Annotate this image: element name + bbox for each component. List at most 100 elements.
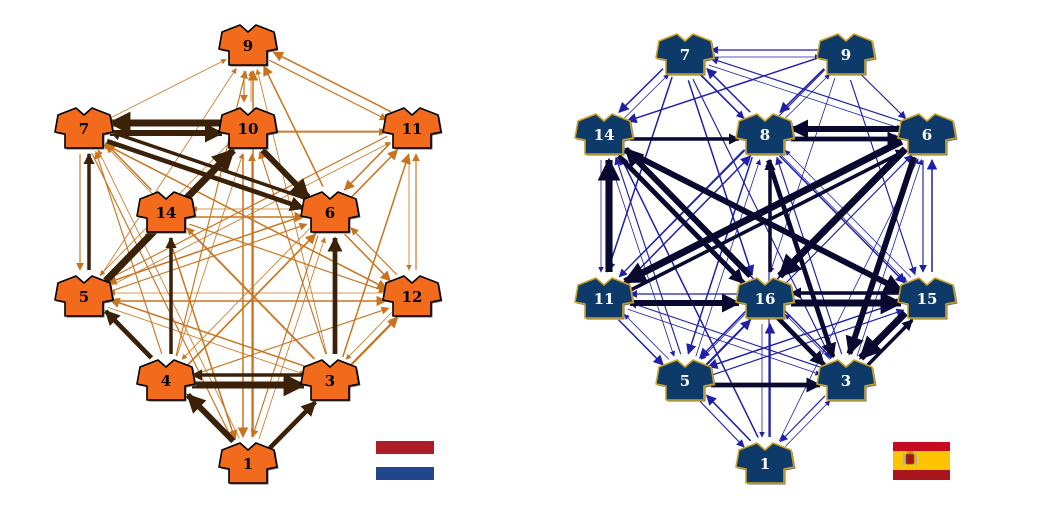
netherlands-pass-light-14-to-7 [104, 142, 152, 191]
jersey-icon [735, 442, 795, 484]
netherlands-pass-heavy-4-to-5 [104, 309, 154, 360]
netherlands-pass-heavy-10-to-6 [260, 148, 311, 199]
spain-pass-light-3-to-8 [775, 156, 843, 355]
netherlands-pass-light-3-to-14 [186, 227, 316, 360]
spain-pass-light-5-to-15 [710, 308, 905, 376]
jersey-number: 5 [79, 288, 89, 306]
jersey-number: 6 [922, 126, 932, 144]
jersey-number: 10 [238, 120, 259, 138]
spain-player-3: 3 [816, 359, 877, 402]
jersey-number: 9 [841, 46, 851, 64]
netherlands-pass-light-11-to-6 [343, 142, 391, 191]
spain-pass-light-11-to-3 [627, 308, 821, 376]
netherlands-player-6: 6 [300, 191, 361, 234]
netherlands-pass-light-3-to-7 [103, 144, 315, 360]
spain-player-14: 14 [574, 113, 635, 156]
netherlands-pass-light-3-to-5 [109, 297, 308, 368]
jersey-icon [735, 113, 795, 155]
spain-pass-heavy-15-to-3 [858, 310, 908, 361]
netherlands-pass-light-5-to-9 [100, 67, 237, 277]
netherlands-player-12: 12 [382, 275, 443, 318]
jersey-icon [218, 107, 278, 149]
spain-pass-light-14-to-5 [608, 159, 676, 357]
netherlands-pass-light-5-to-11 [108, 142, 391, 288]
netherlands-player-7: 7 [54, 107, 115, 150]
jersey-number: 16 [755, 290, 776, 308]
netherlands-pass-light-14-to-12 [189, 223, 387, 293]
jersey-number: 3 [325, 372, 335, 390]
spain-pass-light-11-to-8 [625, 155, 752, 284]
jersey-number: 12 [402, 288, 423, 306]
jersey-icon [735, 277, 795, 319]
jersey-number: 11 [402, 120, 423, 138]
jersey-icon [54, 107, 114, 149]
spain-pass-light-8-to-5 [686, 156, 753, 355]
spain-pass-light-1-to-5 [705, 394, 752, 442]
jersey-icon [655, 359, 715, 401]
jersey-number: 4 [161, 372, 171, 390]
coat-of-arms-icon [903, 451, 917, 465]
netherlands-pass-light-4-to-10 [176, 153, 244, 357]
spain-pass-light-5-to-11 [624, 314, 670, 360]
spain-pass-light-1-to-3 [785, 400, 831, 447]
spain-pass-light-5-to-14 [614, 156, 682, 355]
spain-pass-light-9-to-14 [626, 56, 820, 124]
netherlands-player-9: 9 [218, 24, 279, 67]
spain-flag [893, 442, 950, 480]
jersey-icon [897, 277, 957, 319]
spain-pass-heavy-14-to-15 [623, 147, 904, 294]
spain-pass-light-9-to-15 [849, 79, 917, 276]
netherlands-pass-heavy-1-to-3 [268, 400, 317, 450]
netherlands-pass-edges [75, 51, 421, 450]
jersey-icon [218, 442, 278, 484]
spain-pass-light-5-to-1 [699, 401, 745, 448]
spain-player-15: 15 [897, 277, 958, 320]
spain-pass-light-3-to-11 [629, 301, 823, 369]
netherlands-pass-light-12-to-3 [345, 312, 392, 360]
netherlands-pass-light-6-to-5 [106, 214, 305, 285]
netherlands-flag [376, 441, 434, 480]
netherlands-player-10: 10 [218, 107, 279, 150]
spain-pass-light-5-to-16 [706, 319, 752, 366]
spain-pass-light-11-to-5 [618, 319, 664, 366]
jersey-icon [816, 359, 876, 401]
spain-pass-heavy-6-to-11 [622, 138, 904, 285]
jersey-icon [218, 24, 278, 66]
spain-player-8: 8 [735, 113, 796, 156]
netherlands-pass-light-6-to-12 [344, 233, 392, 282]
spain-pass-heavy-16-to-3 [778, 318, 826, 367]
jersey-icon [897, 113, 957, 155]
netherlands-pass-light-1-to-6 [258, 237, 326, 440]
netherlands-pass-light-5-to-6 [109, 222, 308, 292]
jersey-icon [136, 359, 196, 401]
spain-player-16: 16 [735, 277, 796, 320]
netherlands-pass-light-7-to-12 [104, 143, 388, 290]
netherlands-pass-light-6-to-9 [263, 65, 324, 187]
spain-player-1: 1 [735, 442, 796, 485]
netherlands-player-14: 14 [136, 191, 197, 234]
jersey-icon [382, 107, 442, 149]
spain-player-9: 9 [816, 33, 877, 76]
netherlands-pass-light-11-to-9 [272, 51, 392, 113]
spain-pass-light-9-to-8 [779, 68, 825, 113]
netherlands-pass-light-6-to-4 [181, 228, 310, 360]
spain-pass-light-9-to-11 [618, 69, 826, 278]
netherlands-pass-light-7-to-9 [108, 59, 227, 120]
jersey-number: 14 [594, 126, 615, 144]
netherlands-pass-light-11-to-5 [104, 135, 388, 282]
spain-pass-heavy-16-to-14 [623, 147, 753, 278]
netherlands-player-nodes: 9 7 10 11 14 6 5 12 4 3 1 [54, 24, 443, 485]
netherlands-player-11: 11 [382, 107, 443, 150]
spain-pass-heavy-6-to-3 [845, 156, 917, 356]
netherlands-pass-light-9-to-11 [269, 59, 388, 121]
spain-pass-light-9-to-16 [769, 77, 836, 273]
jersey-icon [574, 277, 634, 319]
jersey-icon [816, 33, 876, 75]
netherlands-player-4: 4 [136, 359, 197, 402]
jersey-icon [136, 191, 196, 233]
netherlands-player-1: 1 [218, 442, 279, 485]
